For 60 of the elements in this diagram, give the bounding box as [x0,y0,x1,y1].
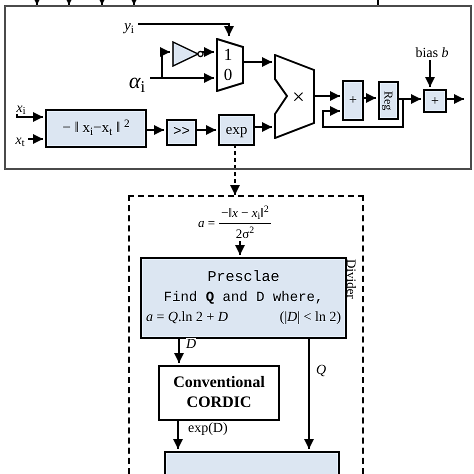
arrow [235,241,245,255]
arrow [253,122,272,132]
formula-text: −‖x − x$_{i}$‖$^{2}$ [219,203,271,224]
region-label: Divider [343,259,360,299]
arrow [138,23,234,36]
arrow [304,337,314,449]
arrow [173,419,183,449]
formula-text: a = Q.ln 2 + D [146,309,228,327]
divider-region [128,195,364,474]
arrow [425,60,435,87]
prescale-block [140,257,347,339]
block-label: exp [226,120,248,140]
input-number: 1 [224,45,232,65]
block-text: Find Q and D where, [164,289,324,308]
input-number: 0 [224,65,232,85]
arrow [16,112,43,122]
arrow [64,0,74,5]
block-label: + [349,92,357,110]
arrow [32,0,42,5]
arrow [150,47,170,79]
arrow [362,93,376,103]
dashed-arrow [230,144,240,195]
signal-label: bias b [415,44,449,62]
shift-block [166,119,197,146]
arrow [242,57,272,67]
block-label: + [431,92,439,110]
block-label: − ‖ x$_{i}$−x$_{t}$ ‖ $^{2}$ [62,117,130,140]
postscale-block [164,451,340,474]
signal-line [377,0,379,5]
signal-label: x$_{i}$ [16,100,26,118]
formula-text: a = [198,214,216,232]
multiply-sign: × [292,83,305,111]
arrow [202,47,214,57]
circuit-panel [4,5,472,170]
arrow [445,94,464,104]
cordic-block [158,365,280,421]
block-label: Reg [380,90,396,110]
arrow [97,0,107,5]
arrow [174,337,184,363]
block-label: >> [173,123,190,142]
arrow [129,0,139,5]
arrow [313,91,340,101]
adder-block [342,80,364,121]
formula-text: 2σ$^{2}$ [236,224,254,242]
signal-label: α$_{i}$ [128,66,146,96]
arrow [195,125,216,135]
block-label: Conventional CORDIC [172,373,266,413]
exp-block [218,114,255,146]
block-title: Presclae [207,268,280,288]
formula-text: (|D| < ln 2) [280,309,341,327]
edge-label: exp(D) [188,422,228,436]
norm-block [45,109,147,148]
signal-label: x$_{t}$ [15,132,25,150]
signal-label: y$_{i}$ [124,16,134,38]
arrow [28,134,43,144]
adder-block [423,89,447,113]
arrow [145,125,164,135]
register-block [378,81,399,120]
edge-label: Q [316,364,326,378]
arrow [322,98,404,128]
